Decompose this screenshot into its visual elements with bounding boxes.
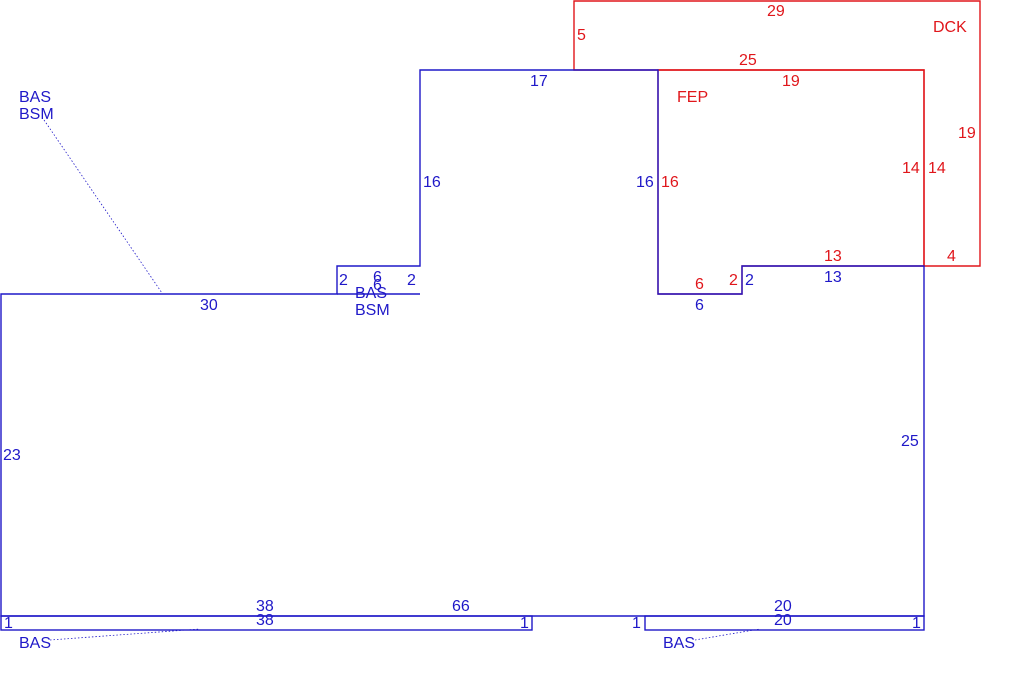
right-base-strip [644,615,925,631]
dim-tower-left: 16 [423,174,441,191]
dim-right-strip-top: 20 [774,598,792,615]
main-dimensions: 23 30 2 6 6 2 16 17 16 6 2 13 25 66 [3,73,919,615]
dim-left-strip-left-end: 1 [4,615,13,632]
dim-left-strip-top: 38 [256,598,274,615]
dim-right-strip-left-end: 1 [632,615,641,632]
dim-left-strip-right-end: 1 [520,615,529,632]
dim-left-strip-bottom: 38 [256,612,274,629]
dim-fep-right: 14 [902,160,920,177]
right-strip-leader [694,628,761,641]
dim-dck-right: 19 [958,125,976,142]
center-label-bas: BAS [355,285,387,302]
dim-right-strip-bottom: 20 [774,612,792,629]
dim-dck-inner-top: 25 [739,52,757,69]
area-labels: BAS BSM BAS BSM BAS BAS FEP DCK [19,19,967,652]
dim-bottom: 66 [452,598,470,615]
center-label-bsm: BSM [355,302,390,319]
bas-bsm-callout-leader [43,119,163,294]
dim-bump-left: 2 [339,272,348,289]
callout-label-bas: BAS [19,89,51,106]
right-strip-label: BAS [663,635,695,652]
dim-bump-right: 2 [407,272,416,289]
dim-dck-inner-left: 14 [928,160,946,177]
callout-label-bsm: BSM [19,106,54,123]
dim-top-left: 30 [200,297,218,314]
leader-lines [43,119,761,641]
dim-fep-bottom-left: 6 [695,276,704,293]
fep-label: FEP [677,89,708,106]
dim-left-wall: 23 [3,447,21,464]
dim-right-strip-right-end: 1 [912,615,921,632]
dim-fep-left: 16 [661,174,679,191]
dim-dck-bottom: 4 [947,248,956,265]
main-structure-outline [0,69,925,617]
dim-notch-right: 2 [745,272,754,289]
dck-dimensions: 29 5 25 14 19 4 [577,3,976,265]
main-structure-group [0,69,925,631]
left-base-strip [0,615,533,631]
dim-fep-top: 19 [782,73,800,90]
dim-right-top: 13 [824,269,842,286]
dim-fep-bottom-right: 13 [824,248,842,265]
deck-outline-group [573,0,981,295]
dim-fep-bottom-step: 2 [729,272,738,289]
dim-tower-top: 17 [530,73,548,90]
dck-label: DCK [933,19,967,36]
left-strip-leader [49,628,201,641]
strip-dimensions: 38 38 1 1 20 20 1 1 [4,598,921,632]
dim-right-wall: 25 [901,433,919,450]
dim-notch-bottom: 6 [695,297,704,314]
deck-outline [573,0,981,267]
dim-dck-left: 5 [577,27,586,44]
fep-dimensions: 19 16 14 6 2 13 [661,73,920,293]
dim-dck-top: 29 [767,3,785,20]
dim-tower-right: 16 [636,174,654,191]
dim-bump-top: 6 [373,269,382,286]
dim-bump-mid: 6 [373,277,382,294]
left-strip-label: BAS [19,635,51,652]
